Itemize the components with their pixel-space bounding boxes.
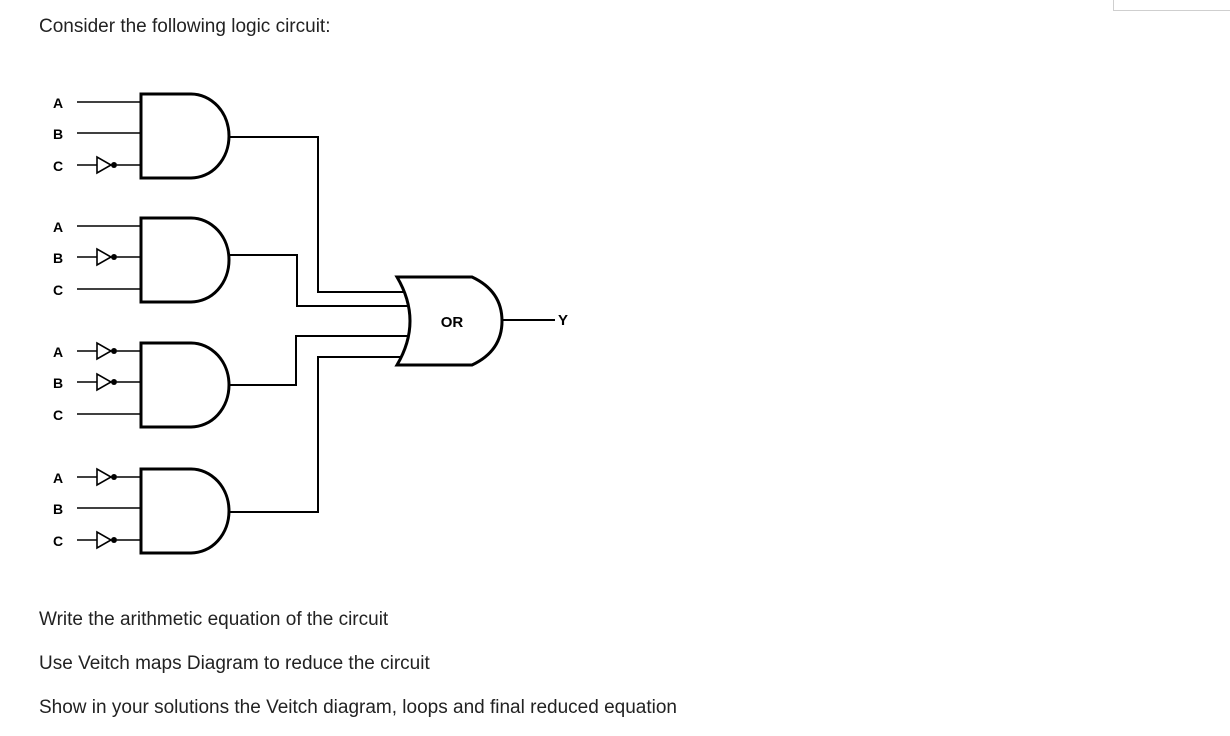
or-gate: OR — [394, 275, 504, 367]
not-gate-bubble — [111, 348, 117, 354]
and-gate-4: ABC — [53, 467, 231, 555]
input-label-c: C — [53, 533, 63, 549]
input-label-c: C — [53, 407, 63, 423]
not-gate-triangle — [96, 247, 113, 267]
corner-frame — [1113, 0, 1230, 11]
or-gate-label: OR — [441, 314, 464, 331]
and-gate-1: ABC — [53, 92, 231, 180]
not-gate-bubble — [111, 474, 117, 480]
not-gate-triangle — [96, 341, 113, 361]
input-label-b: B — [53, 501, 63, 517]
task-2: Use Veitch maps Diagram to reduce the ci… — [39, 653, 430, 674]
intro-text: Consider the following logic circuit: — [39, 16, 331, 37]
connecting-wires — [229, 136, 555, 513]
input-label-b: B — [53, 250, 63, 266]
output-label: Y — [558, 312, 568, 329]
not-gate-triangle — [96, 372, 113, 392]
not-gate-bubble — [111, 537, 117, 543]
and-gate-body — [139, 216, 231, 304]
or-gate-body — [394, 275, 504, 367]
task-1: Write the arithmetic equation of the cir… — [39, 609, 389, 630]
input-label-c: C — [53, 158, 63, 174]
not-gate-triangle — [96, 467, 113, 487]
and-gate-2: ABC — [53, 216, 231, 304]
input-label-c: C — [53, 282, 63, 298]
wire-and3-to-or — [230, 335, 412, 386]
input-label-b: B — [53, 375, 63, 391]
input-label-a: A — [53, 470, 63, 486]
task-3: Show in your solutions the Veitch diagra… — [39, 697, 677, 718]
wire-and1-to-or — [229, 136, 409, 293]
wire-and2-to-or — [230, 254, 412, 307]
input-label-a: A — [53, 95, 63, 111]
input-label-a: A — [53, 219, 63, 235]
not-gate-triangle — [96, 155, 113, 175]
not-gate-bubble — [111, 162, 117, 168]
input-label-a: A — [53, 344, 63, 360]
and-gate-body — [139, 92, 231, 180]
not-gate-bubble — [111, 379, 117, 385]
wire-and4-to-or — [230, 356, 405, 513]
not-gate-triangle — [96, 530, 113, 550]
and-gate-body — [139, 341, 231, 429]
not-gate-bubble — [111, 254, 117, 260]
and-gate-3: ABC — [53, 341, 231, 429]
and-gate-body — [139, 467, 231, 555]
input-label-b: B — [53, 126, 63, 142]
